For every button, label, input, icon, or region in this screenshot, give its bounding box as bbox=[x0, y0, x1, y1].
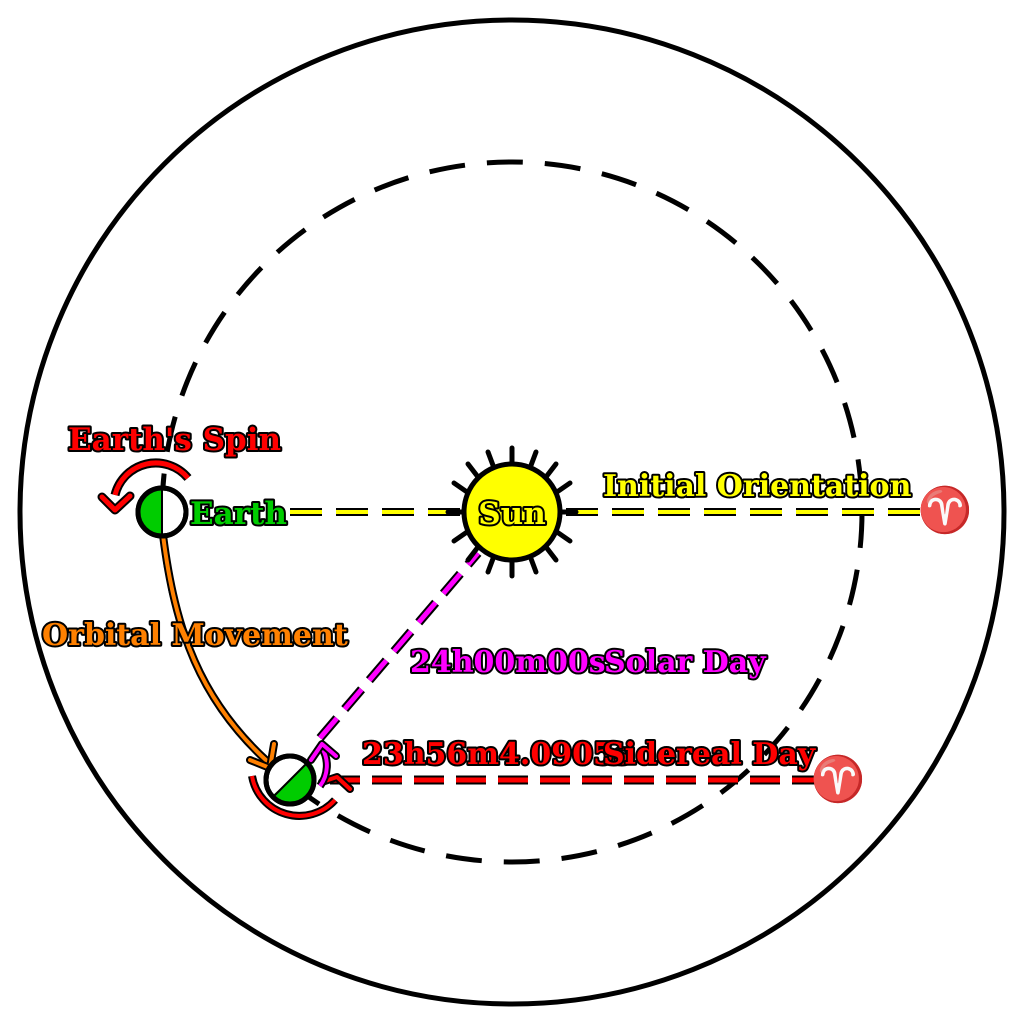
later-spin-arrow-magenta bbox=[307, 740, 340, 789]
solar-day-line bbox=[316, 550, 482, 741]
solar-time-label: 24h00m00s bbox=[410, 645, 606, 680]
sun-rays-icon bbox=[445, 445, 579, 579]
earth-later bbox=[263, 753, 317, 807]
earths-spin-arrow bbox=[97, 458, 192, 515]
earths-spin-label: Earth's Spin bbox=[68, 422, 281, 458]
earth-label: Earth bbox=[190, 496, 287, 532]
celestial-sphere-circle bbox=[17, 17, 1007, 1007]
later-spin-arrow-red bbox=[248, 773, 354, 820]
solar-day-label: Solar Day bbox=[604, 645, 767, 680]
sun-disc bbox=[461, 461, 563, 563]
sidereal-time-label: 23h56m4.0905s bbox=[362, 737, 631, 772]
sun bbox=[445, 445, 579, 579]
aries-symbol-top: ♈ bbox=[918, 485, 973, 536]
sun-label: Sun bbox=[478, 496, 545, 532]
orbital-movement-label: Orbital Movement bbox=[42, 618, 348, 653]
sidereal-day-label: Sidereal Day bbox=[603, 737, 817, 772]
earth-initial bbox=[135, 485, 189, 539]
initial-orientation-label: Initial Orientation bbox=[603, 469, 912, 504]
aries-symbol-bottom: ♈ bbox=[811, 754, 866, 805]
